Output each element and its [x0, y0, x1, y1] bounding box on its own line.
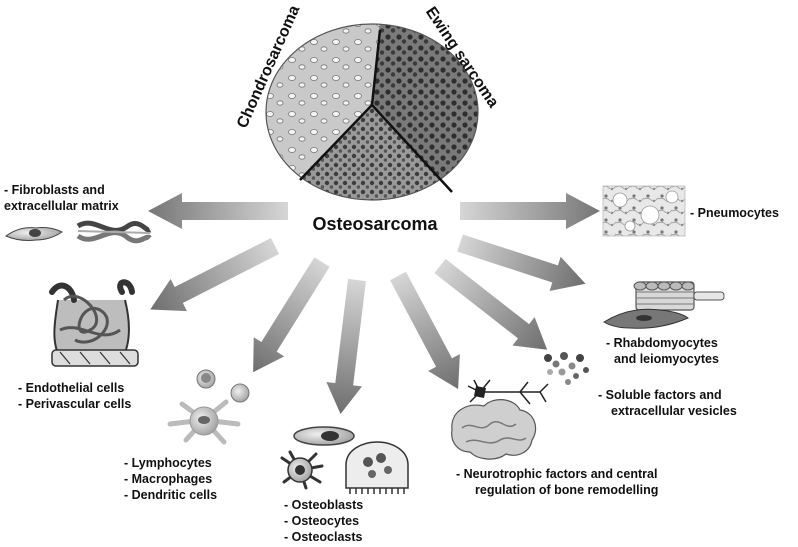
muscle-label-line2: and leiomyocytes: [614, 352, 719, 366]
arrow-to-neuro: [390, 271, 460, 390]
bone-cells-label: - Osteoblasts - Osteocytes - Osteoclasts: [284, 497, 363, 545]
immune-label-line2: - Macrophages: [124, 472, 213, 486]
muscle-cells-label: - Rhabdomyocytes and leiomyocytes: [606, 335, 719, 367]
endothelial-label-line2: - Perivascular cells: [18, 397, 132, 411]
soluble-label-line1: - Soluble factors and: [598, 388, 722, 402]
fibroblasts-label: - Fibroblasts and extracellular matrix: [4, 182, 119, 214]
histology-ellipse: [265, 23, 479, 201]
fibroblasts-label-line1: - Fibroblasts and: [4, 183, 105, 197]
lung-tissue-icon: [602, 185, 686, 237]
neurotrophic-label: - Neurotrophic factors and central regul…: [456, 466, 658, 498]
neuron-icon: [467, 379, 549, 405]
neuro-label-line1: - Neurotrophic factors and central: [456, 467, 658, 481]
arrow-to-muscle: [457, 234, 586, 292]
smooth-muscle-cell-icon: [603, 308, 689, 329]
arrow-to-bone: [326, 278, 366, 414]
osteoblast-icon: [293, 426, 355, 446]
fibroblast-icon: [4, 227, 63, 241]
immune-label-line1: - Lymphocytes: [124, 456, 212, 470]
arrow-to-soluble: [434, 258, 548, 350]
skeletal-muscle-fibers-icon: [633, 281, 725, 311]
fibroblasts-label-line2: extracellular matrix: [4, 199, 119, 213]
endothelial-label-line1: - Endothelial cells: [18, 381, 125, 395]
extracellular-vesicles-icon: [544, 352, 589, 385]
neuro-label-line2: regulation of bone remodelling: [475, 483, 659, 497]
bone-label-line1: - Osteoblasts: [284, 498, 364, 512]
arrow-to-immune: [253, 257, 330, 373]
osteoclast-icon: [345, 441, 409, 494]
bone-label-line2: - Osteocytes: [284, 514, 360, 528]
arrow-to-pneumocytes: [460, 193, 600, 229]
endothelial-label: - Endothelial cells - Perivascular cells: [18, 380, 131, 412]
blood-vessel-network-icon: [49, 279, 139, 367]
center-title: Osteosarcoma: [312, 214, 438, 234]
soluble-factors-label: - Soluble factors and extracellular vesi…: [598, 387, 737, 419]
bone-label-line3: - Osteoclasts: [284, 530, 363, 544]
muscle-label-line1: - Rhabdomyocytes: [606, 336, 718, 350]
pneumocytes-label: - Pneumocytes: [690, 206, 779, 220]
lymphocyte-icon: [196, 369, 216, 389]
dendritic-cell-icon: [167, 399, 241, 445]
extracellular-matrix-icon: [76, 220, 152, 244]
soluble-label-line2: extracellular vesicles: [611, 404, 737, 418]
immune-cells-label: - Lymphocytes - Macrophages - Dendritic …: [124, 455, 217, 503]
osteocyte-icon: [280, 450, 324, 490]
immune-label-line3: - Dendritic cells: [124, 488, 218, 502]
arrow-to-endothelial: [150, 237, 280, 312]
brain-icon: [451, 399, 537, 460]
macrophage-icon: [230, 383, 250, 403]
arrow-to-fibroblasts: [148, 193, 288, 229]
